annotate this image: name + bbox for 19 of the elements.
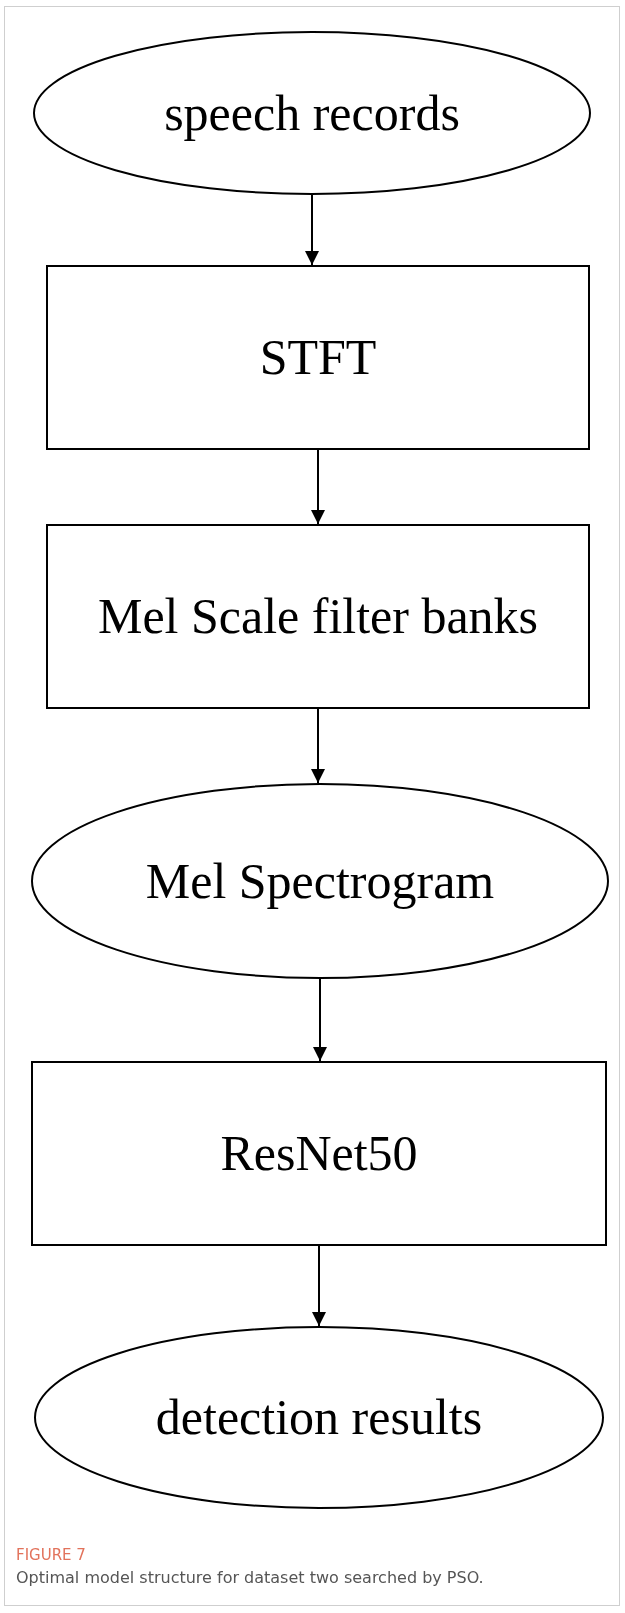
node-label: ResNet50 xyxy=(220,1124,418,1184)
caption: Optimal model structure for dataset two searched by PSO. xyxy=(16,1567,484,1589)
node-label: STFT xyxy=(259,328,377,388)
terminal-ellipse xyxy=(33,31,591,195)
node-label: speech records xyxy=(164,83,460,143)
node-label: detection results xyxy=(155,1388,483,1448)
process-box xyxy=(31,1061,607,1246)
arrow xyxy=(312,1245,326,1327)
terminal-ellipse xyxy=(34,1326,604,1509)
arrow xyxy=(311,708,325,784)
figure-number: FIGURE 7 xyxy=(16,1545,87,1566)
process-box xyxy=(46,265,590,450)
process-box xyxy=(46,524,590,709)
arrow xyxy=(305,194,319,266)
node-label: Mel Spectrogram xyxy=(145,851,495,911)
arrow xyxy=(311,449,325,525)
node-label: Mel Scale filter banks xyxy=(97,587,539,647)
terminal-ellipse xyxy=(31,783,609,979)
arrow xyxy=(313,978,327,1062)
